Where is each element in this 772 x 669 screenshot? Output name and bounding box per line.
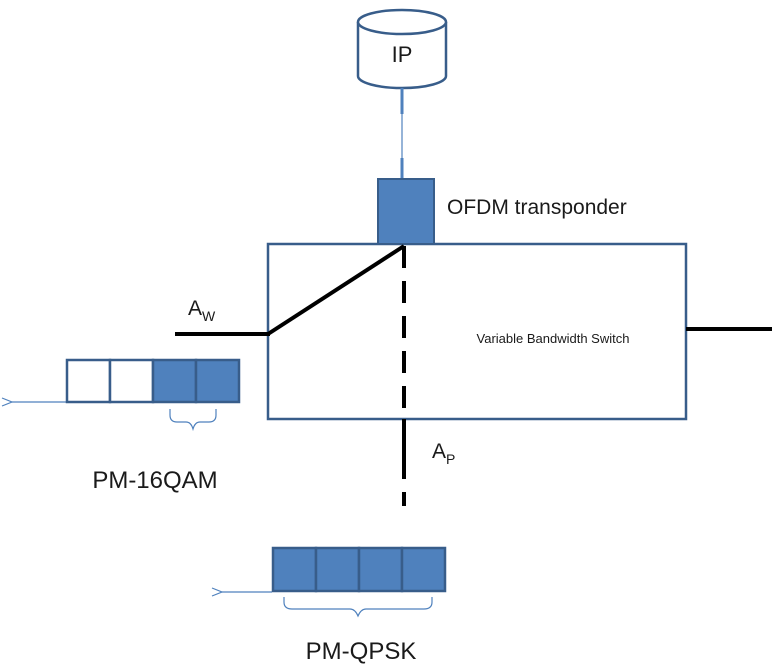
pm16qam-slot-group: PM-16QAM [12,358,241,494]
ip-database-icon: IP [356,8,448,90]
pm16qam-brace [169,409,217,432]
pmqpsk-brace [283,597,433,618]
working-port-label: AW [188,297,216,324]
pm16qam-slot-4 [194,358,241,404]
ofdm-transponder [377,178,435,245]
ip-label: IP [392,42,413,67]
pm16qam-label: PM-16QAM [92,467,217,494]
pmqpsk-label: PM-QPSK [306,638,417,665]
working-path [175,244,406,336]
pm16qam-slot-2 [108,358,155,404]
pmqpsk-slot-group: PM-QPSK [222,546,447,665]
pmqpsk-slot-4 [400,546,447,593]
pm16qam-slot-1 [65,358,112,404]
transponder-label: OFDM transponder [447,196,627,219]
pmqpsk-slot-2 [314,546,361,593]
variable-bandwidth-switch [266,242,688,421]
protection-port-label: AP [432,440,455,467]
switch-label: Variable Bandwidth Switch [477,331,630,346]
pm16qam-slot-3 [151,358,198,404]
pmqpsk-slot-1 [271,546,318,593]
pmqpsk-slot-3 [357,546,404,593]
